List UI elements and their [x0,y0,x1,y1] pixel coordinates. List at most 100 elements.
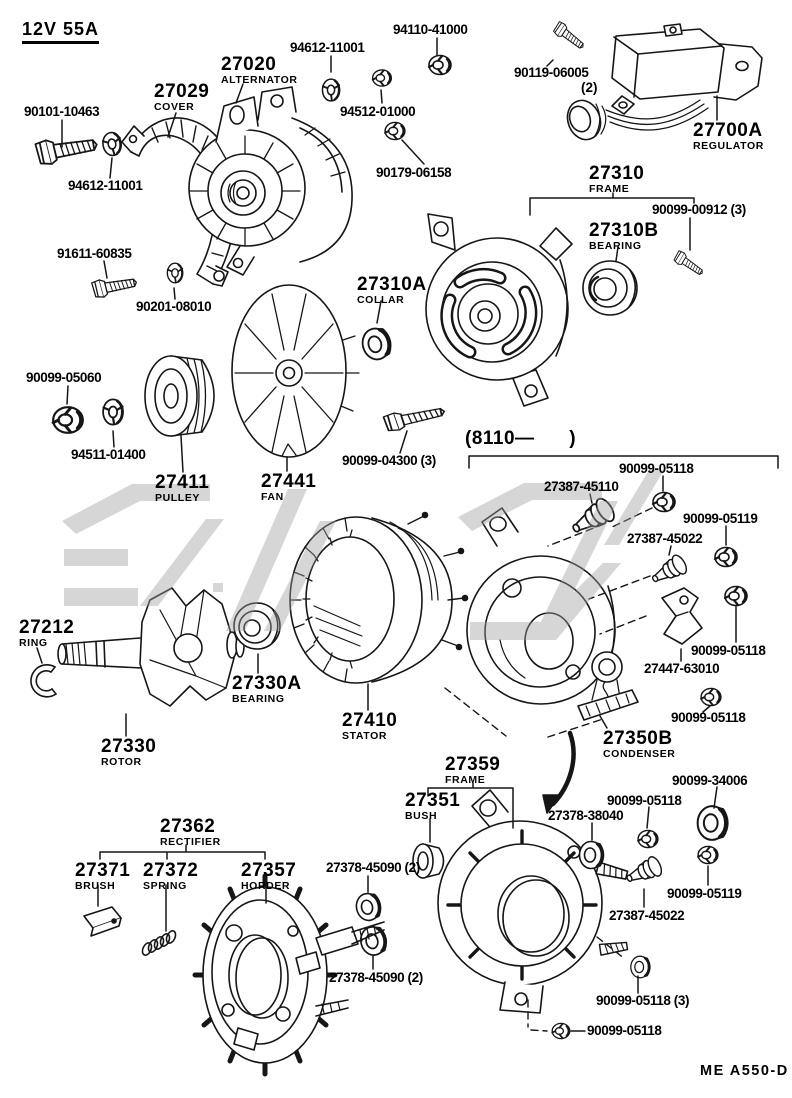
part-number: 27410 [342,710,398,731]
part-number: 27351 [405,790,461,811]
part-name: FAN [261,491,284,503]
part-label-90099-05119-b: 90099-05119 [667,887,742,901]
part-number: 27700A [693,120,763,141]
part-number: 90099-04300 (3) [342,453,436,468]
part-label-27447-63010: 27447-63010 [644,662,720,676]
washer-90201-drawing [166,262,184,284]
part-number: 90099-05060 [26,370,102,385]
part-name: COLLAR [357,294,405,306]
part-name: HORDER [241,880,291,892]
part-number: 27330A [232,673,302,694]
part-number: 27212 [19,617,75,638]
bolt-90101-drawing [34,131,100,167]
part-number: 90099-05118 [619,461,694,476]
part-label-27378-45090-b: 27378-45090 (2) [329,971,423,985]
part-name: ALTERNATOR [221,74,298,86]
nut-05118c-drawing [700,687,722,707]
section-range-text: (8110— ) [465,428,577,449]
nut-94110-drawing [427,54,453,76]
part-label-90201-08010: 90201-08010 [136,300,212,314]
part-label-90099-04300: 90099-04300 (3) [342,454,436,468]
nut-05118a-drawing [651,491,677,513]
holder-drawing [192,873,385,1077]
part-number: 27387-45110 [544,479,619,494]
regulator-drawing [566,23,763,141]
part-qty-90119-06005: (2) [581,80,598,95]
part-label-27387-45110: 27387-45110 [544,479,619,494]
part-label-27378-45090-a: 27378-45090 (2) [326,861,420,875]
voltage-rating-label: 12V 55A [22,20,100,44]
part-label-94612-11001-b: 94612-11001 [290,41,365,55]
part-label-90099-05118-3: 90099-05118 (3) [596,994,689,1008]
part-label-27387-45022-b: 27387-45022 [609,908,685,923]
part-number: 27387-45022 [627,531,703,546]
part-number: 27310B [589,220,659,241]
front-frame-drawing [425,213,573,407]
nut-05119b-drawing [697,845,719,865]
ring-drawing [30,664,57,698]
condenser-drawing [577,651,639,721]
grommet-bottom-drawing [629,955,651,979]
washer-94612-left-drawing [100,130,124,158]
rear-frame-drawing [437,789,629,1014]
washer-bottom-drawing [551,1022,571,1040]
part-number: 27362 [160,816,216,837]
part-number: 91611-60835 [57,246,132,261]
part-label-27378-38040: 27378-38040 [548,808,624,823]
part-name: COVER [154,101,195,113]
part-number: 27371 [75,860,131,881]
part-number: 90119-06005 [514,65,589,80]
part-number: 27310A [357,274,427,295]
part-number: 27330 [101,736,157,757]
part-label-90101-10463: 90101-10463 [24,104,100,119]
part-label-27387-45022-a: 27387-45022 [627,531,703,546]
assembly-arrow [542,730,576,814]
nut-05118d-drawing [637,829,659,849]
part-number: 27387-45022 [609,908,685,923]
bolt-00912-drawing [671,249,707,279]
part-number: 90099-05118 [607,793,682,808]
part-number: 90101-10463 [24,104,100,119]
part-name: PULLEY [155,492,201,504]
page-code-label: ME A550-D [700,1064,789,1079]
part-name: BEARING [232,693,285,705]
rotor-drawing [57,587,245,707]
part-number: 90099-05118 [671,710,746,725]
part-label-90099-05119-a: 90099-05119 [683,512,758,526]
part-name: CONDENSER [603,748,676,760]
part-label-90099-05118-b: 90099-05118 [691,644,766,658]
part-label-94612-11001-a: 94612-11001 [68,178,143,193]
part-number: 27029 [154,81,210,102]
nut-05119a-drawing [713,546,739,568]
bolt-91611-drawing [90,273,139,300]
part-label-90099-05118-c: 90099-05118 [671,710,746,725]
grommet-34006-drawing [696,804,730,842]
part-label-91611-60835: 91611-60835 [57,246,132,261]
grommet-45090a-drawing [352,889,385,924]
alternator-drawing [188,86,353,276]
part-number: 94511-01400 [71,447,146,462]
part-number: 94612-11001 [68,178,143,193]
part-name: STATOR [342,730,388,742]
part-number: 27020 [221,54,277,75]
part-name: FRAME [589,183,630,195]
nut-90179-drawing [384,121,406,141]
page-code-text: ME A550-D [700,1063,789,1079]
fan-drawing [231,284,360,458]
part-name: BUSH [405,810,438,822]
spring-drawing [141,930,177,956]
part-label-90179-06158: 90179-06158 [376,166,452,180]
part-number: 27378-38040 [548,808,624,823]
part-name: RING [19,637,48,649]
